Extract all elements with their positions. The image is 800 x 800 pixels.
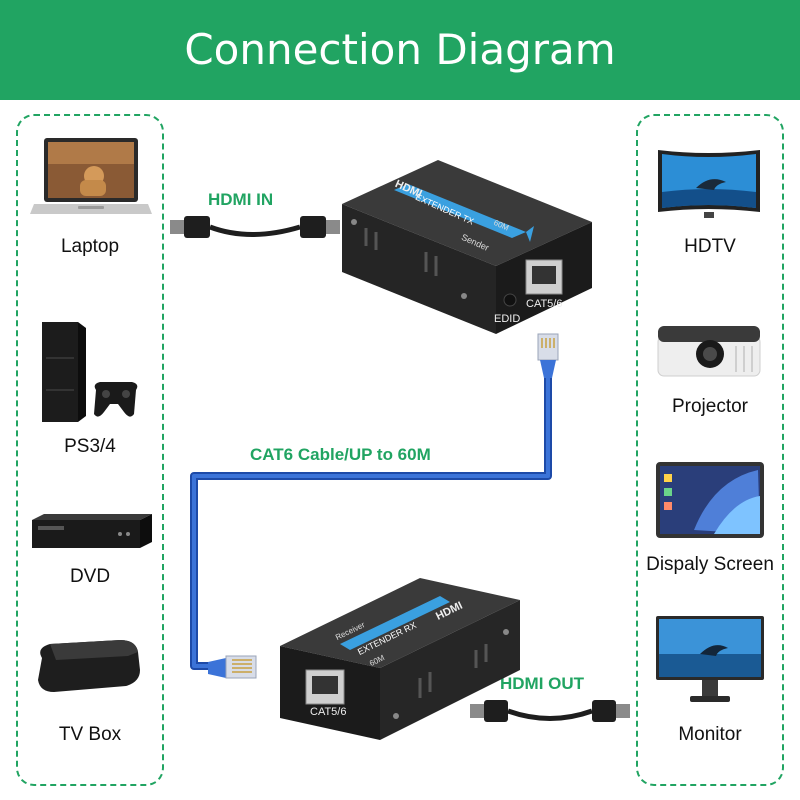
display-screen-icon [656, 462, 764, 538]
projector-icon [657, 326, 761, 377]
display-label-hdtv: HDTV [684, 236, 736, 257]
display-label-screen: Dispaly Screen [646, 554, 774, 575]
receiver-port-label: CAT5/6 [310, 706, 347, 718]
display-label-monitor: Monitor [678, 724, 742, 745]
monitor-icon [656, 616, 764, 702]
source-devices-panel [16, 114, 164, 786]
hdmi-out-cable [470, 700, 630, 722]
display-label-projector: Projector [671, 396, 749, 417]
source-label-dvd: DVD [69, 566, 111, 587]
tv-box-icon [38, 640, 140, 692]
hdmi-out-label: HDMI OUT [500, 674, 585, 693]
game-console-icon [42, 322, 138, 422]
rj45-connector-top [537, 333, 559, 378]
title-banner [0, 0, 800, 100]
source-label-ps: PS3/4 [64, 436, 116, 457]
sender-port-label: CAT5/6 [526, 298, 563, 310]
hdtv-icon [658, 150, 760, 218]
dvd-player-icon [32, 514, 152, 548]
rj45-connector-bottom [208, 655, 257, 679]
page-title: Connection Diagram [184, 25, 616, 74]
source-label-laptop: Laptop [60, 236, 120, 257]
hdmi-in-cable [170, 216, 340, 238]
sender-edid-label: EDID [494, 313, 521, 325]
receiver-extender [280, 578, 520, 740]
sender-extender [342, 160, 592, 334]
source-label-tv-box: TV Box [58, 724, 122, 745]
display-devices-panel [636, 114, 784, 786]
cat6-cable-label: CAT6 Cable/UP to 60M [250, 445, 431, 464]
hdmi-in-label: HDMI IN [208, 190, 274, 209]
laptop-icon [30, 138, 152, 214]
